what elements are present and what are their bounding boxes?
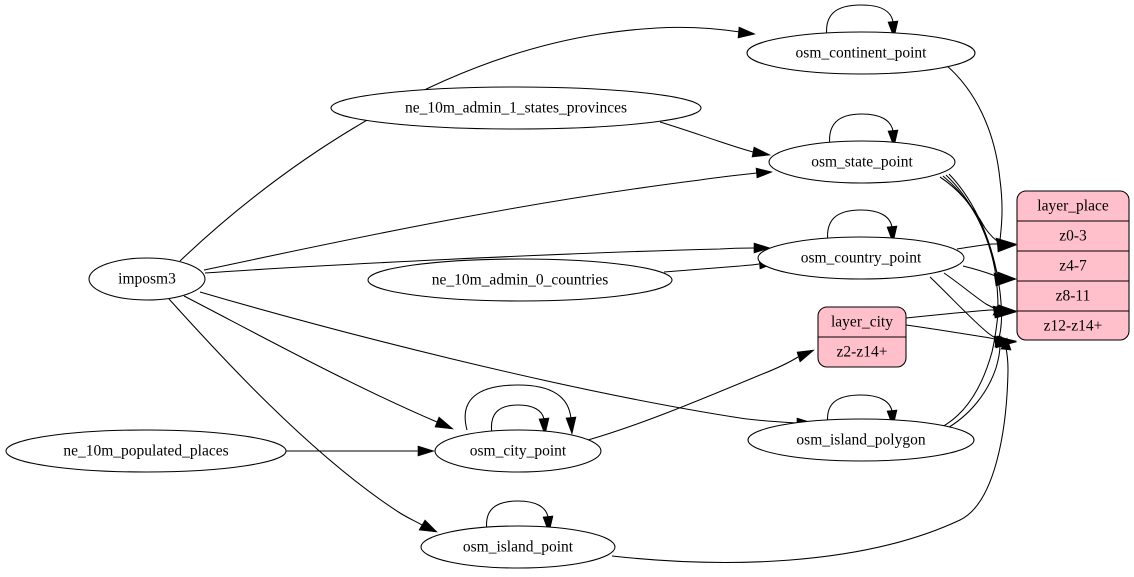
record-row-layer_city-z2-z14[interactable]: z2-z14+ — [837, 344, 888, 361]
node-ne_10m_admin_0_countries[interactable]: ne_10m_admin_0_countries — [367, 258, 673, 302]
edge-imposm3-to-osm_country_point — [204, 242, 772, 274]
edge-self-loop-osm_state_point — [829, 113, 899, 149]
record-row-layer_place-z8-11[interactable]: z8-11 — [1056, 288, 1091, 305]
edge-osm_city_point-to-layer_city — [587, 349, 815, 441]
record-node-layer_place[interactable]: layer_place z0-3 z4-7 z8-11 z12-z14+ — [1016, 190, 1130, 341]
node-osm_state_point[interactable]: osm_state_point — [768, 140, 956, 184]
edge-outer-loop-osm_city_point — [464, 384, 577, 436]
edge-layer — [168, 4, 1018, 563]
node-osm_island_polygon[interactable]: osm_island_polygon — [747, 418, 975, 462]
node-label-ne_10m_admin_1_states_provinces: ne_10m_admin_1_states_provinces — [405, 100, 627, 117]
node-imposm3[interactable]: imposm3 — [88, 257, 206, 301]
record-row-layer_place-title: layer_place — [1037, 198, 1109, 215]
node-label-osm_city_point: osm_city_point — [470, 443, 567, 460]
edge-self-loop-osm_city_point — [490, 404, 550, 437]
edge-osm_island_polygon-to-layer_place-z12 — [943, 335, 1006, 431]
edge-self-loop-osm_island_point — [486, 500, 554, 535]
edge-imposm3-to-osm_state_point — [203, 167, 773, 271]
edge-imposm3-to-osm_island_point — [168, 298, 438, 533]
edge-imposm3-to-osm_city_point — [183, 295, 454, 430]
node-osm_continent_point[interactable]: osm_continent_point — [746, 31, 976, 75]
record-row-layer_city-title: layer_city — [831, 314, 893, 331]
edge-self-loop-osm_island_polygon — [827, 394, 898, 429]
node-label-osm_continent_point: osm_continent_point — [796, 45, 928, 62]
edge-osm_country_point-to-layer_place-z0-3 — [956, 238, 1017, 252]
node-layer: imposm3 ne_10m_admin_1_states_provinces … — [5, 31, 976, 569]
edge-imposm3-to-osm_continent_point — [179, 26, 756, 262]
node-ne_10m_populated_places[interactable]: ne_10m_populated_places — [5, 429, 287, 473]
node-osm_island_point[interactable]: osm_island_point — [420, 525, 616, 569]
edge-layer_city-to-layer_place-z8-11 — [905, 304, 1017, 319]
edge-ne_10m_populated_places-to-osm_city_point — [286, 445, 436, 457]
node-ne_10m_admin_1_states_provinces[interactable]: ne_10m_admin_1_states_provinces — [330, 86, 702, 130]
record-node-layer_city[interactable]: layer_city z2-z14+ — [817, 306, 907, 368]
node-label-ne_10m_admin_0_countries: ne_10m_admin_0_countries — [432, 272, 609, 289]
record-row-layer_place-z0-3[interactable]: z0-3 — [1059, 228, 1087, 245]
edge-imposm3-to-osm_island_polygon — [199, 291, 815, 429]
edge-osm_country_point-to-layer_place-z4-7 — [962, 265, 1017, 285]
node-osm_city_point[interactable]: osm_city_point — [434, 429, 602, 473]
edge-osm_state_point-to-layer_place-z4-7 — [942, 175, 1018, 287]
node-label-osm_state_point: osm_state_point — [811, 154, 913, 171]
node-label-osm_country_point: osm_country_point — [801, 250, 922, 267]
node-label-imposm3: imposm3 — [118, 271, 176, 288]
node-label-osm_island_point: osm_island_point — [463, 539, 574, 556]
record-row-layer_place-z12-z14[interactable]: z12-z14+ — [1044, 318, 1103, 335]
edge-osm_island_polygon-to-layer_place-z8-11 — [939, 304, 1004, 429]
node-label-osm_island_polygon: osm_island_polygon — [796, 432, 925, 449]
node-osm_country_point[interactable]: osm_country_point — [757, 236, 965, 280]
record-row-layer_place-z4-7[interactable]: z4-7 — [1059, 258, 1087, 275]
edge-ne_10m_admin_1-to-osm_state_point — [659, 121, 772, 158]
edge-self-loop-osm_continent_point — [825, 4, 899, 40]
node-label-ne_10m_populated_places: ne_10m_populated_places — [63, 443, 228, 460]
edge-layer_city-to-layer_place-z12 — [905, 324, 1018, 348]
edge-self-loop-osm_country_point — [827, 209, 898, 245]
